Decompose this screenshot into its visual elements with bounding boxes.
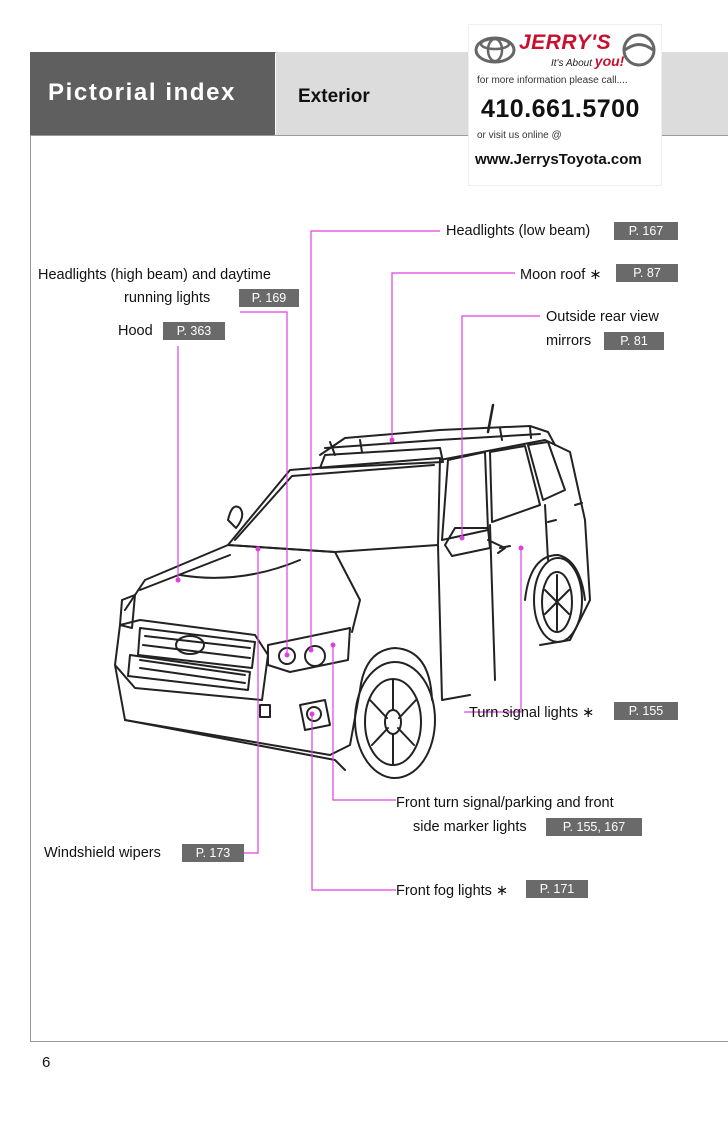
mirrors-label-1: Outside rear view bbox=[546, 309, 659, 325]
page-number: 6 bbox=[42, 1054, 51, 1071]
dealer-brand: JERRY'S bbox=[519, 31, 612, 54]
info-line: for more information please call.... bbox=[477, 75, 628, 86]
dealer-logos bbox=[474, 33, 656, 67]
leader-lines bbox=[177, 230, 540, 891]
section-header: Pictorial index bbox=[30, 52, 275, 135]
suv-drawing bbox=[114, 403, 591, 779]
wipers-label: Windshield wipers bbox=[44, 845, 161, 861]
dealer-ad[interactable]: JERRY'S It's About you! for more informa… bbox=[468, 24, 662, 186]
hood-ref[interactable]: P. 363 bbox=[163, 322, 225, 340]
front-turn-label-2: side marker lights bbox=[413, 819, 527, 835]
headlights-low-ref[interactable]: P. 167 bbox=[614, 222, 678, 240]
headlights-high-label-1: Headlights (high beam) and daytime bbox=[38, 267, 271, 283]
dealer-phone[interactable]: 410.661.5700 bbox=[481, 95, 640, 123]
subsection-title: Exterior bbox=[298, 86, 370, 107]
hood-label: Hood bbox=[118, 323, 153, 339]
visit-line: or visit us online @ bbox=[477, 130, 562, 141]
headlights-high-label-2: running lights bbox=[124, 290, 211, 306]
front-turn-ref[interactable]: P. 155, 167 bbox=[546, 818, 642, 836]
fog-label: Front fog lights ∗ bbox=[396, 883, 509, 899]
moon-roof-ref[interactable]: P. 87 bbox=[616, 264, 678, 282]
turn-signal-ref[interactable]: P. 155 bbox=[614, 702, 678, 720]
headlights-low-label: Headlights (low beam) bbox=[446, 223, 591, 239]
wipers-ref[interactable]: P. 173 bbox=[182, 844, 244, 862]
turn-signal-label: Turn signal lights ∗ bbox=[469, 705, 595, 721]
header-divider bbox=[30, 135, 728, 136]
headlights-high-ref[interactable]: P. 169 bbox=[239, 289, 299, 307]
toyota-logo-icon bbox=[474, 36, 516, 64]
dealer-website-link[interactable]: www.JerrysToyota.com bbox=[475, 151, 642, 168]
fog-ref[interactable]: P. 171 bbox=[526, 880, 588, 898]
moon-roof-label: Moon roof ∗ bbox=[520, 267, 602, 283]
mirrors-ref[interactable]: P. 81 bbox=[604, 332, 664, 350]
mirrors-label-2: mirrors bbox=[546, 333, 592, 349]
dealer-tagline: It's About you! bbox=[551, 53, 625, 69]
section-title: Pictorial index bbox=[48, 79, 237, 106]
scion-logo-icon bbox=[622, 33, 656, 67]
front-turn-label-1: Front turn signal/parking and front bbox=[396, 795, 614, 811]
leader-endpoints bbox=[175, 437, 524, 717]
